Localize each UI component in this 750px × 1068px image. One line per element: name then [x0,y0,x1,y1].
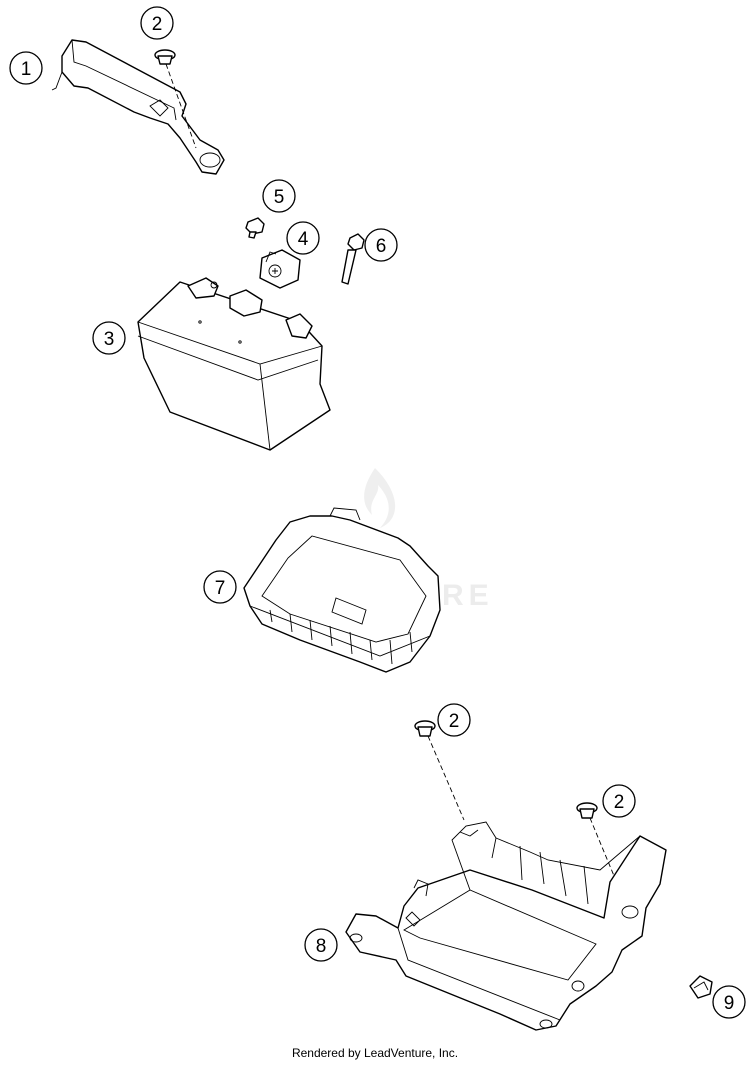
callout-6[interactable]: 6 [364,228,398,262]
callout-3-label: 3 [104,329,115,350]
callout-1-label: 1 [21,59,32,80]
callout-3[interactable]: 3 [92,321,126,355]
part-9-clip[interactable] [689,975,713,999]
callout-2-middle-label: 2 [449,711,460,732]
callout-5[interactable]: 5 [262,179,296,213]
callout-2-middle[interactable]: 2 [437,703,471,737]
part-2-screw-top[interactable] [154,49,197,149]
callout-8-label: 8 [316,936,327,957]
callout-2-top-label: 2 [152,14,163,35]
flame-icon [364,468,396,528]
callout-7[interactable]: 7 [203,570,237,604]
part-2-screw-middle[interactable] [414,720,465,821]
callout-4[interactable]: 4 [286,221,320,255]
callout-9-label: 9 [724,993,735,1014]
callout-2-top[interactable]: 2 [140,6,174,40]
part-6-bolt[interactable] [341,233,365,285]
footer-credit: Rendered by LeadVenture, Inc. [291,1046,459,1060]
part-3-battery[interactable] [137,277,331,451]
callout-2-right[interactable]: 2 [602,784,636,818]
callout-8[interactable]: 8 [304,928,338,962]
part-4-terminal-cover[interactable] [259,249,301,289]
callout-2-right-label: 2 [614,792,625,813]
callout-7-label: 7 [215,578,226,599]
part-1-bracket[interactable] [51,39,225,175]
callout-5-label: 5 [274,187,285,208]
part-5-bolt[interactable] [245,217,265,239]
callout-9[interactable]: 9 [712,985,746,1019]
part-8-battery-holder[interactable] [345,821,667,1031]
callout-1[interactable]: 1 [9,51,43,85]
callout-4-label: 4 [298,229,309,250]
callout-6-label: 6 [376,236,387,257]
part-7-rubber-tray[interactable] [243,507,441,673]
